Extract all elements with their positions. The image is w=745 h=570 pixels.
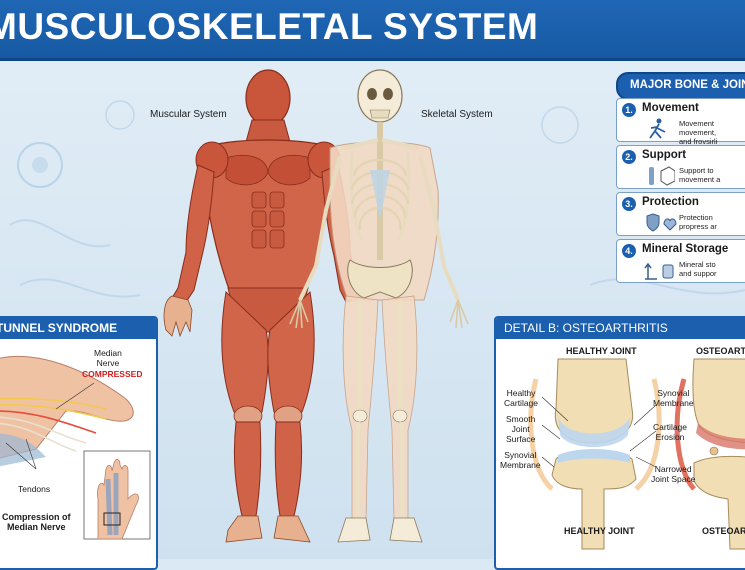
arrows-icon — [644, 262, 674, 280]
tendons-label: Tendons — [18, 484, 51, 494]
compressed-label: COMPRESSED — [82, 369, 143, 379]
muscular-figure — [163, 69, 361, 543]
item-number: 3. — [622, 197, 636, 211]
osteoarthritis-heading: OSTEOARTH — [696, 346, 745, 356]
item-number: 1. — [622, 103, 636, 117]
shield-icon — [646, 213, 677, 232]
item-title: Movement — [642, 102, 699, 114]
bone-panel-title: MAJOR BONE & JOINT FUNCTIONS — [616, 72, 745, 100]
healthy-joint-heading: HEALTHY JOINT — [566, 346, 637, 356]
background-cells — [9, 100, 745, 298]
knee-joint-illustration — [528, 358, 745, 550]
page-title: MUSCULOSKELETAL SYSTEM — [0, 6, 539, 47]
bone-joint-panel: MAJOR BONE & JOINT FUNCTIONS 1. Movement… — [612, 68, 745, 283]
bone-icon — [649, 166, 675, 186]
detail-b-title: DETAIL B: OSTEOARTHRITIS — [496, 318, 745, 339]
detail-a-title: TUNNEL SYNDROME — [0, 318, 156, 339]
item-number: 2. — [622, 150, 636, 164]
detail-osteoarthritis: DETAIL B: OSTEOARTHRITIS HEALTHY JOINT O… — [494, 316, 745, 570]
anatomy-figures — [163, 69, 469, 543]
standing-person-icon — [669, 118, 679, 140]
item-title: Support — [642, 149, 687, 161]
skeletal-system-label: Skeletal System — [421, 109, 493, 120]
muscular-system-label: Muscular System — [150, 109, 227, 120]
item-title: Protection — [642, 196, 699, 208]
wrist-illustration — [0, 355, 151, 540]
osteoarthritis-footer: OSTEOARTH — [702, 526, 745, 536]
header-banner: MUSCULOSKELETAL SYSTEM — [0, 0, 745, 61]
item-number: 4. — [622, 244, 636, 258]
running-person-icon — [649, 118, 666, 139]
skeletal-figure — [289, 69, 469, 543]
healthy-joint-footer: HEALTHY JOINT — [564, 526, 635, 536]
item-title: Mineral Storage — [642, 243, 729, 255]
